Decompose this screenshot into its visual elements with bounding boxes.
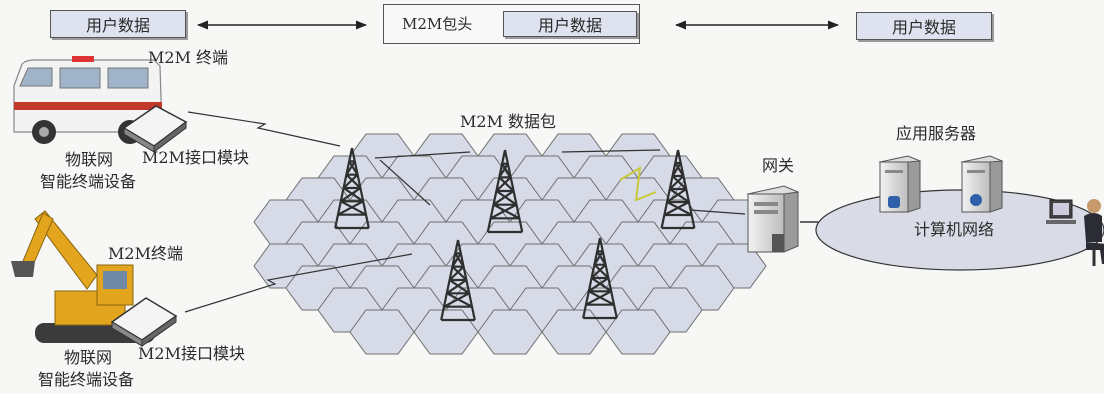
top-module-label: M2M接口模块 [142, 148, 249, 167]
user-data-box-left: 用户数据 [50, 10, 186, 38]
user-data-label-left: 用户数据 [85, 16, 150, 35]
computer-network-label: 计算机网络 [914, 220, 995, 239]
tower-group [334, 147, 696, 322]
app-server-icon [878, 155, 922, 213]
bottom-terminal-label: M2M终端 [108, 244, 183, 263]
tower-icon [334, 147, 370, 230]
user-data-label-center: 用户数据 [537, 16, 602, 35]
m2m-packet-label: M2M 数据包 [460, 112, 557, 131]
bottom-device-line1: 物联网 [64, 348, 113, 367]
tower-icon [486, 149, 524, 234]
interface-module-icon [122, 105, 188, 153]
network-cell [605, 309, 671, 355]
app-server-icon [960, 155, 1004, 213]
user-data-label-right: 用户数据 [891, 18, 956, 37]
gateway-server-icon [746, 185, 800, 253]
user-data-box-right: 用户数据 [856, 12, 992, 40]
app-server-label: 应用服务器 [896, 124, 977, 143]
cellular-hex-grid [253, 133, 767, 355]
m2m-header-prefix: M2M包头 [402, 15, 473, 33]
top-device-line1: 物联网 [65, 150, 114, 169]
top-device-line2: 智能终端设备 [40, 172, 137, 191]
ambulance-icon [13, 56, 163, 144]
tower-icon [440, 239, 476, 322]
top-terminal-label: M2M 终端 [148, 48, 229, 67]
bottom-module-label: M2M接口模块 [138, 344, 245, 363]
m2m-packet-header-box: M2M包头 用户数据 [383, 4, 640, 44]
wireless-links [184, 111, 746, 313]
tower-icon [660, 149, 696, 230]
gateway-label: 网关 [762, 156, 795, 175]
user-workstation-icon [1046, 199, 1104, 266]
tower-icon [582, 237, 618, 320]
bottom-device-line2: 智能终端设备 [38, 370, 135, 389]
interface-module-icon [110, 297, 178, 347]
user-data-box-center: 用户数据 [503, 11, 637, 37]
